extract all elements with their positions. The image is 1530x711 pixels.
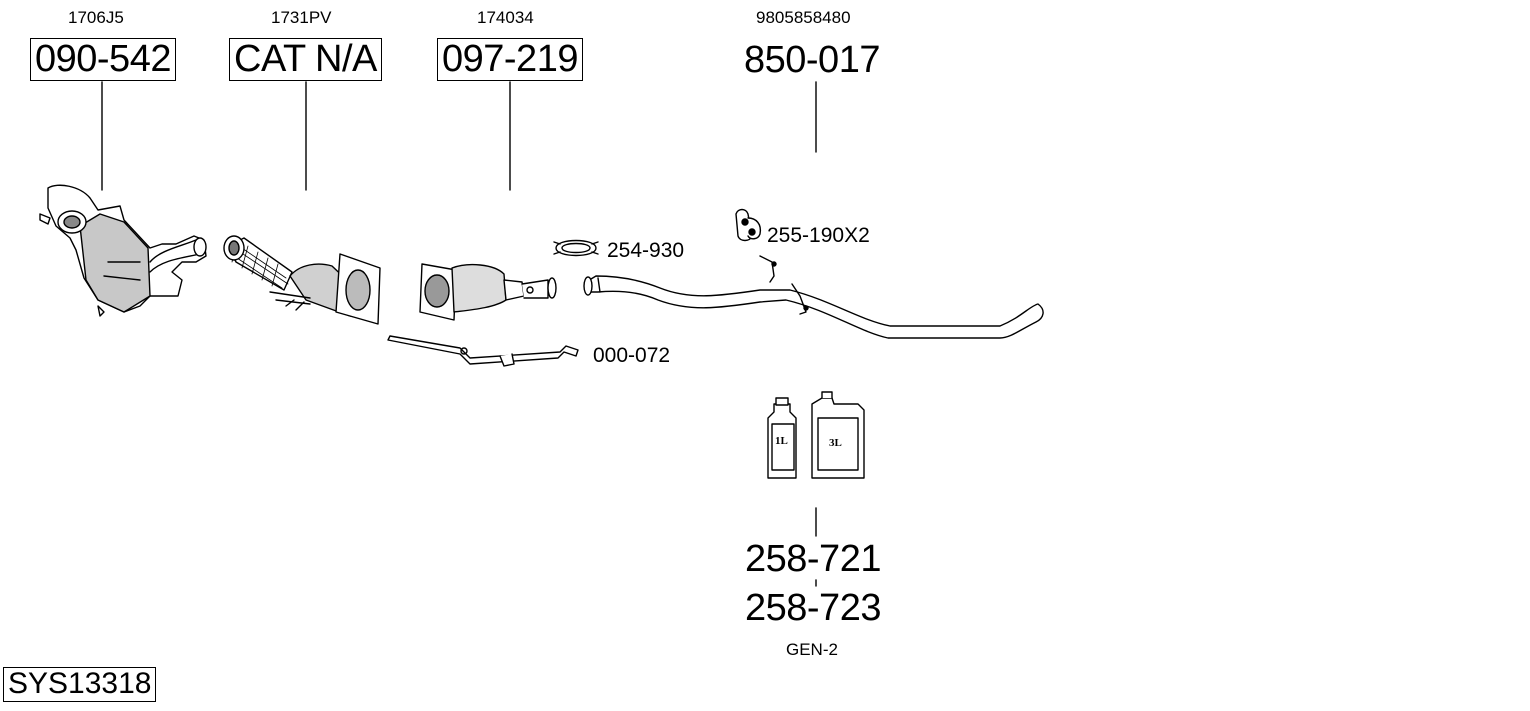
- bottle-large-label: 3L: [829, 437, 842, 449]
- rubber-mount-label[interactable]: 255-190X2: [767, 224, 870, 247]
- clamp-label[interactable]: 254-930: [607, 239, 685, 262]
- oem-number-1: 1706J5: [68, 8, 124, 27]
- flex-pipe-catalyst-icon: [223, 235, 381, 325]
- particulate-filter-icon: [419, 263, 557, 321]
- part-ref-090-542[interactable]: 090-542: [30, 38, 176, 81]
- clamp-icon: [553, 239, 599, 257]
- additive-bottle-1l-icon: [767, 397, 797, 479]
- additive-variant: GEN-2: [786, 640, 838, 659]
- centre-pipe-icon: [583, 255, 1044, 339]
- catalytic-converter-manifold-icon: [39, 184, 207, 317]
- additive-bottle-3l-icon: [811, 391, 865, 479]
- bottle-small-label: 1L: [775, 435, 788, 447]
- additive-ref-258-721[interactable]: 258-721: [745, 538, 881, 580]
- sensor-pipe-icon: [387, 335, 579, 367]
- part-ref-cat-na[interactable]: CAT N/A: [229, 38, 382, 81]
- oem-number-3: 174034: [477, 8, 534, 27]
- sensor-pipe-label[interactable]: 000-072: [593, 344, 671, 367]
- oem-number-2: 1731PV: [271, 8, 332, 27]
- part-ref-097-219[interactable]: 097-219: [437, 38, 583, 81]
- oem-number-4: 9805858480: [756, 8, 851, 27]
- part-ref-850-017[interactable]: 850-017: [744, 39, 880, 81]
- rubber-mount-icon: [735, 208, 762, 242]
- system-id: SYS13318: [3, 667, 157, 702]
- additive-ref-258-723[interactable]: 258-723: [745, 587, 881, 629]
